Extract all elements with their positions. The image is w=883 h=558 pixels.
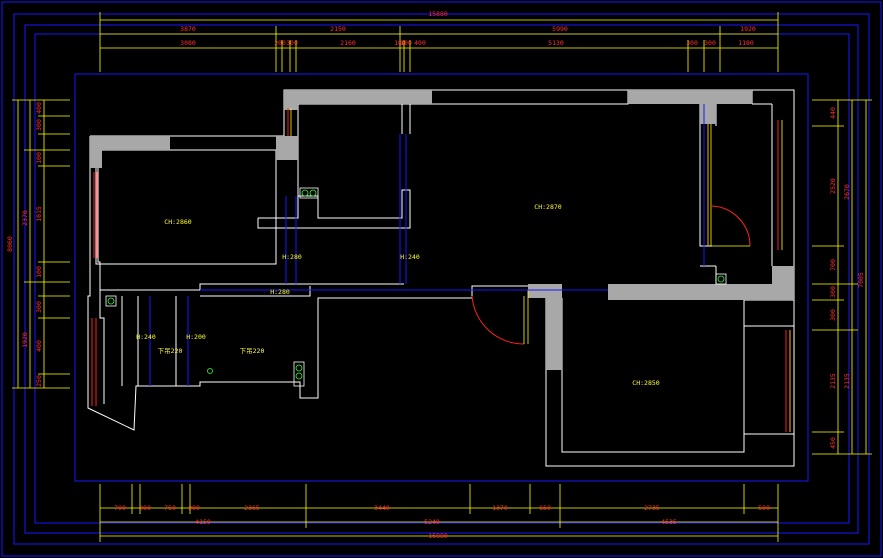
- dim-right-2-2: 2135: [843, 373, 851, 389]
- room-label-bedroom-2: CH:2850: [632, 379, 659, 387]
- dim-left-1-0: 2370: [21, 210, 29, 226]
- dim-right-1-2: 700: [829, 259, 837, 271]
- dim-bottom-1-6: 1370: [492, 504, 508, 512]
- dim-right-1-3: 300: [829, 286, 837, 298]
- dim-left-2-2: 100: [35, 152, 43, 164]
- columns: [90, 90, 794, 370]
- ceiling-lines: [149, 104, 705, 386]
- windows: [91, 108, 791, 432]
- dim-top-2-4: 100: [394, 39, 406, 47]
- dim-left-2-0: 400: [35, 102, 43, 114]
- dim-top-1-0: 3870: [180, 25, 196, 33]
- dim-bottom-1-1: 200: [139, 504, 151, 512]
- dim-bottom-2-0: 4150: [195, 518, 211, 526]
- dim-left-2-1: 300: [35, 119, 43, 131]
- room-label-corridor-b: H:240: [400, 253, 420, 261]
- dim-right-2-1: 7005: [857, 272, 865, 288]
- dim-bottom-1-2: 750: [164, 504, 176, 512]
- dim-left-2-3: 1815: [35, 206, 43, 222]
- dim-top-2-3: 2160: [340, 39, 356, 47]
- dim-top-total: 15880: [428, 10, 448, 18]
- dim-top-2-7: 5130: [548, 39, 564, 47]
- dim-left-2-6: 400: [35, 340, 43, 352]
- dim-right-1-0: 440: [829, 107, 837, 119]
- dim-bottom-1-4: 2365: [244, 504, 260, 512]
- dim-top-2-10: 1180: [738, 39, 754, 47]
- walls: [87, 89, 795, 467]
- dim-top-2-8: 300: [686, 39, 698, 47]
- dim-right-1-5: 2135: [829, 373, 837, 389]
- dimension-labels: 15880 3870 2150 5990 1920 3080 200 300 2…: [6, 10, 865, 540]
- room-label-bedroom-1: CH:2860: [164, 218, 191, 226]
- doors: [471, 205, 751, 345]
- room-label-soffit-a: 下吊220: [158, 347, 183, 355]
- dim-top-1-2: 5990: [552, 25, 568, 33]
- dim-bottom-total: 15880: [428, 532, 448, 540]
- dim-left-2-7: 250: [35, 375, 43, 387]
- dimension-lines: [12, 12, 872, 542]
- dim-right-1-1: 2520: [829, 178, 837, 194]
- dim-top-2-9: 300: [704, 39, 716, 47]
- room-label-soffit-b: 下吊220: [240, 347, 265, 355]
- dim-left-2-5: 300: [35, 301, 43, 313]
- dim-left-total: 8060: [6, 236, 14, 252]
- dim-bottom-2-1: 5240: [424, 518, 440, 526]
- dim-left-1-1: 1920: [21, 332, 29, 348]
- dim-top-2-5: 100: [400, 39, 412, 47]
- room-labels: CH:2860 CH:2870 CH:2850 H:280 H:240 H:28…: [136, 203, 660, 387]
- dim-bottom-1-9: 500: [758, 504, 770, 512]
- dim-top-2-1: 200: [274, 39, 286, 47]
- dim-bottom-1-5: 3440: [374, 504, 390, 512]
- dim-top-2-0: 3080: [180, 39, 196, 47]
- room-label-storage-b: H:200: [186, 333, 206, 341]
- dim-top-1-1: 2150: [330, 25, 346, 33]
- dim-bottom-1-3: 200: [188, 504, 200, 512]
- dim-bottom-1-8: 2735: [644, 504, 660, 512]
- dim-top-2-2: 300: [286, 39, 298, 47]
- dim-bottom-2-2: 4535: [661, 518, 677, 526]
- dim-left-2-4: 100: [35, 266, 43, 278]
- dim-top-1-3: 1920: [740, 25, 756, 33]
- fixtures: [105, 187, 727, 387]
- room-label-living: CH:2870: [534, 203, 561, 211]
- dim-bottom-1-7: 650: [539, 504, 551, 512]
- dim-right-2-0: 2670: [843, 184, 851, 200]
- room-label-corridor-c: H:280: [270, 288, 290, 296]
- room-label-storage-a: H:240: [136, 333, 156, 341]
- room-label-corridor-a: H:280: [282, 253, 302, 261]
- dim-bottom-1-0: 700: [114, 504, 126, 512]
- dim-top-2-6: 400: [414, 39, 426, 47]
- dim-right-1-6: 450: [829, 437, 837, 449]
- dim-right-1-4: 300: [829, 309, 837, 321]
